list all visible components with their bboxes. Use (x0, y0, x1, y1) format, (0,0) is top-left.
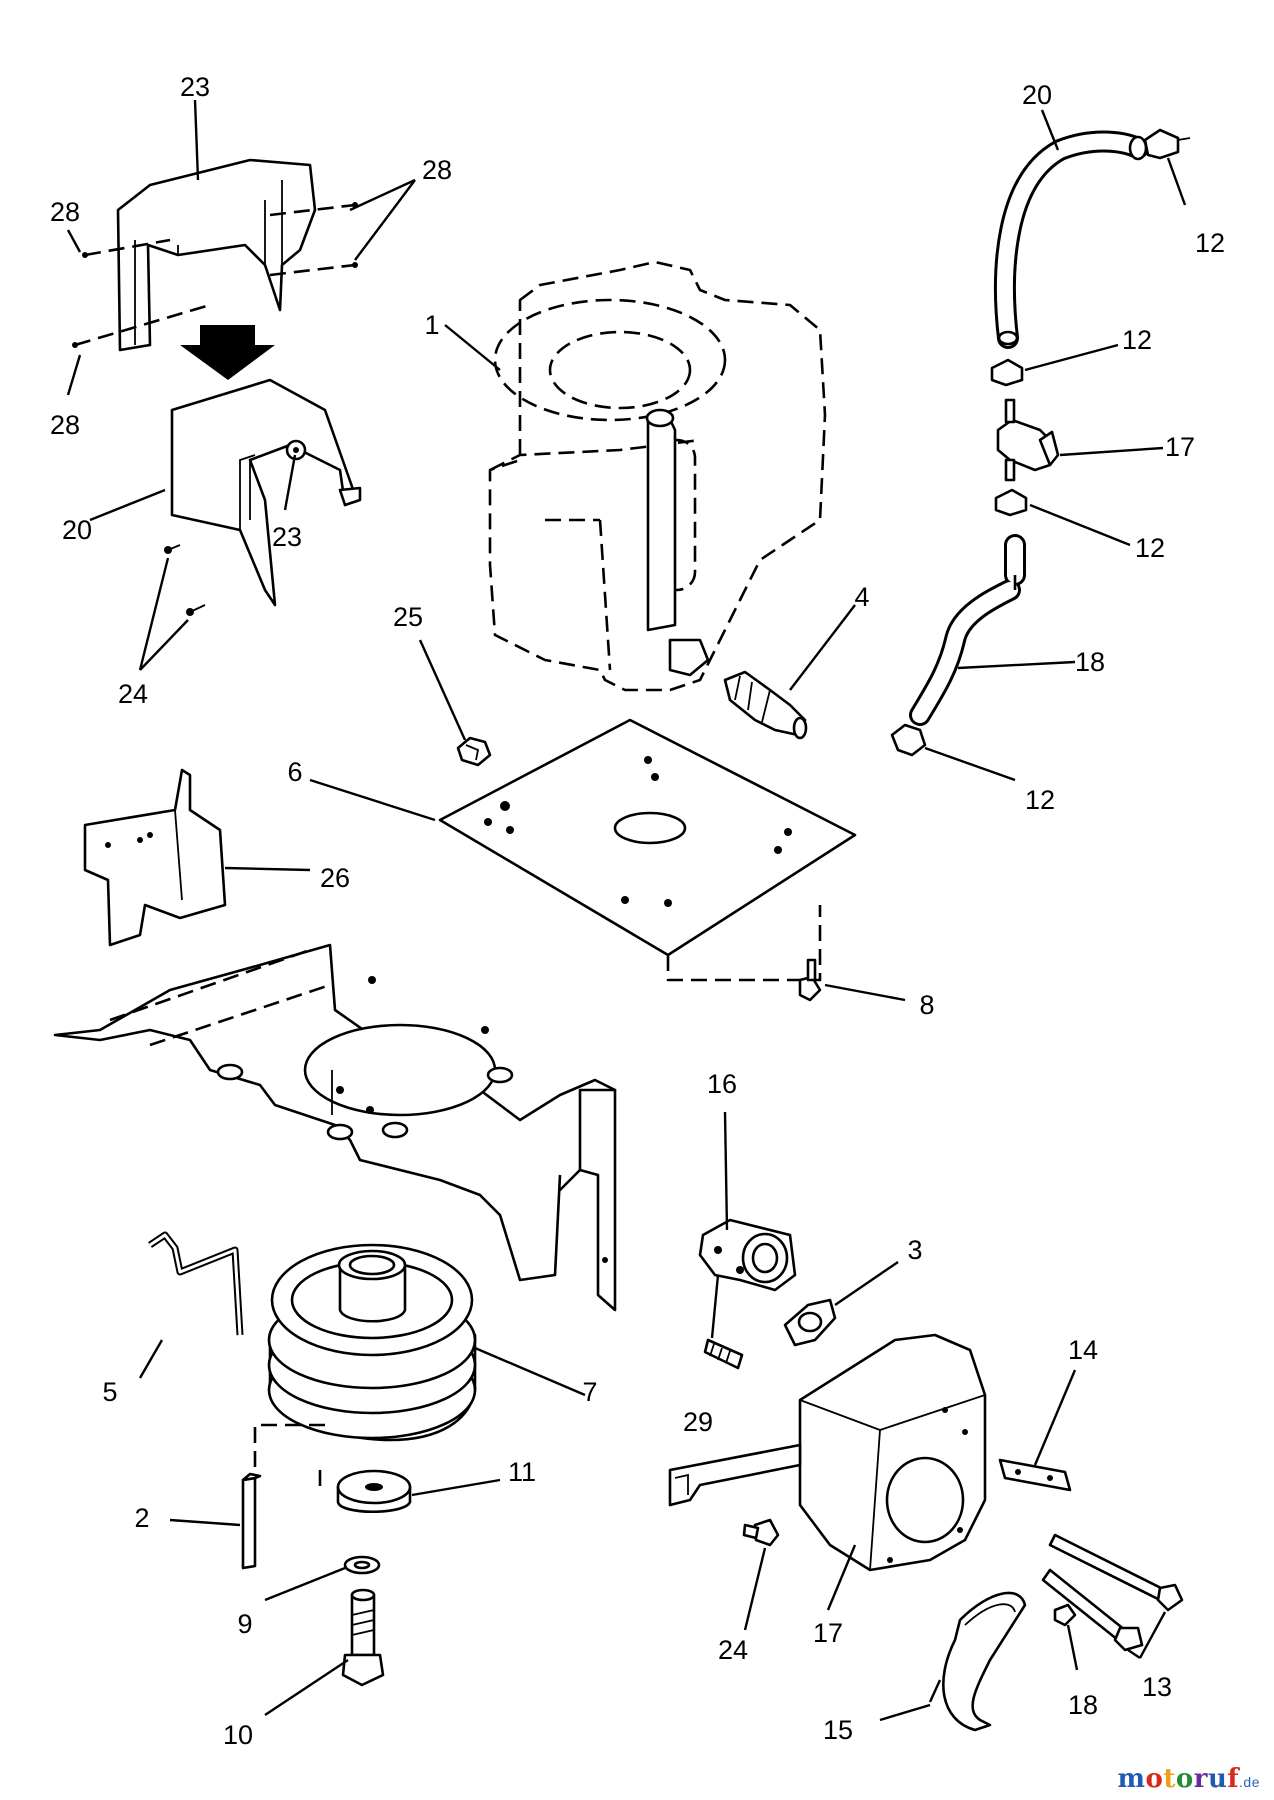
callout-16: 16 (707, 1069, 737, 1099)
callout-23: 23 (180, 72, 210, 102)
callout-26: 25 (393, 602, 423, 632)
part-9-lock-washer (343, 1555, 381, 1575)
part-17-muffler (668, 1333, 987, 1572)
part-1-engine (488, 260, 827, 692)
part-20-fuel-hose (994, 130, 1149, 349)
motoruf-watermark: motoruf.de (1118, 1764, 1260, 1794)
part-15-heat-shield (942, 1591, 1027, 1732)
callout-28: 28 (422, 155, 452, 185)
callout-28: 28 (50, 410, 80, 440)
callout-5: 5 (102, 1377, 117, 1407)
part-2-key (241, 1472, 262, 1570)
part-4-sensor (723, 670, 808, 740)
callout-12: 12 (1135, 533, 1165, 563)
callout-19: 20 (62, 515, 92, 545)
callout-13: 13 (1142, 1672, 1172, 1702)
callout-9: 9 (237, 1609, 252, 1639)
part-21-fuel-valve (996, 398, 1060, 482)
callout-7: 7 (582, 1377, 597, 1407)
callout-12: 12 (1122, 325, 1152, 355)
callout-17: 17 (813, 1618, 843, 1648)
part-16-flange (698, 1218, 797, 1292)
part-29-stud (703, 1338, 744, 1370)
leader-lines (66, 99, 1187, 1722)
watermark-letter: m (1117, 1764, 1146, 1794)
part-12-clamp-upper (990, 358, 1024, 387)
part-25-bolt (742, 1518, 780, 1547)
callout-15: 15 (823, 1715, 853, 1745)
callout-6: 6 (287, 757, 302, 787)
part-12-clamp-lower (994, 488, 1028, 517)
callout-18: 18 (1068, 1690, 1098, 1720)
callout-29: 29 (683, 1407, 713, 1437)
callout-24: 23 (272, 522, 302, 552)
callout-2: 2 (134, 1503, 149, 1533)
watermark-letter: r (1193, 1764, 1208, 1794)
callout-12: 12 (1195, 228, 1225, 258)
part-26-clip (456, 736, 492, 767)
callout-28: 28 (50, 197, 80, 227)
part-6-mount-plate (438, 718, 857, 982)
watermark-tld: .de (1239, 1774, 1260, 1790)
part-14-plate (998, 1458, 1072, 1492)
part-19-lower-shield (164, 378, 362, 616)
part-12-clamp-bottom (890, 723, 927, 757)
watermark-letter: f (1227, 1764, 1240, 1794)
callout-25: 24 (718, 1635, 748, 1665)
part-10-bolt (341, 1588, 385, 1687)
direction-arrow-icon (180, 325, 275, 380)
frame (53, 943, 617, 1312)
callout-27: 26 (320, 863, 350, 893)
callout-10: 10 (223, 1720, 253, 1750)
callout-labels: 23 28 28 28 1 20 23 24 25 4 6 26 8 20 12… (50, 72, 1225, 1750)
part-3-gasket (783, 1298, 837, 1347)
watermark-letter: t (1163, 1764, 1176, 1794)
callout-24: 24 (118, 679, 148, 709)
callout-14: 14 (1068, 1335, 1098, 1365)
callout-1: 1 (424, 310, 439, 340)
callout-11: 11 (508, 1457, 536, 1487)
callout-8: 8 (919, 990, 934, 1020)
part-22-fuel-hose-lower (909, 534, 1026, 726)
callout-20: 20 (1022, 80, 1052, 110)
callout-22: 18 (1075, 647, 1105, 677)
part-12-clamp-top (1143, 128, 1191, 160)
callout-12: 12 (1025, 785, 1055, 815)
watermark-name: motoruf (1118, 1764, 1240, 1794)
watermark-letter: o (1175, 1764, 1194, 1794)
part-23-upper-shield (72, 158, 358, 352)
part-7-pulley (253, 1243, 477, 1490)
part-11-washer (336, 1469, 412, 1514)
callout-4: 4 (854, 582, 869, 612)
part-27-bracket (83, 768, 227, 947)
part-13-long-bolts (1041, 1533, 1184, 1652)
watermark-letter: u (1207, 1764, 1228, 1794)
callout-3: 3 (907, 1235, 922, 1265)
watermark-letter: o (1145, 1764, 1164, 1794)
part-8-bolt (798, 958, 822, 1002)
callout-21: 17 (1165, 432, 1195, 462)
part-18-screw (1053, 1603, 1077, 1627)
part-5-rod (148, 1231, 244, 1336)
